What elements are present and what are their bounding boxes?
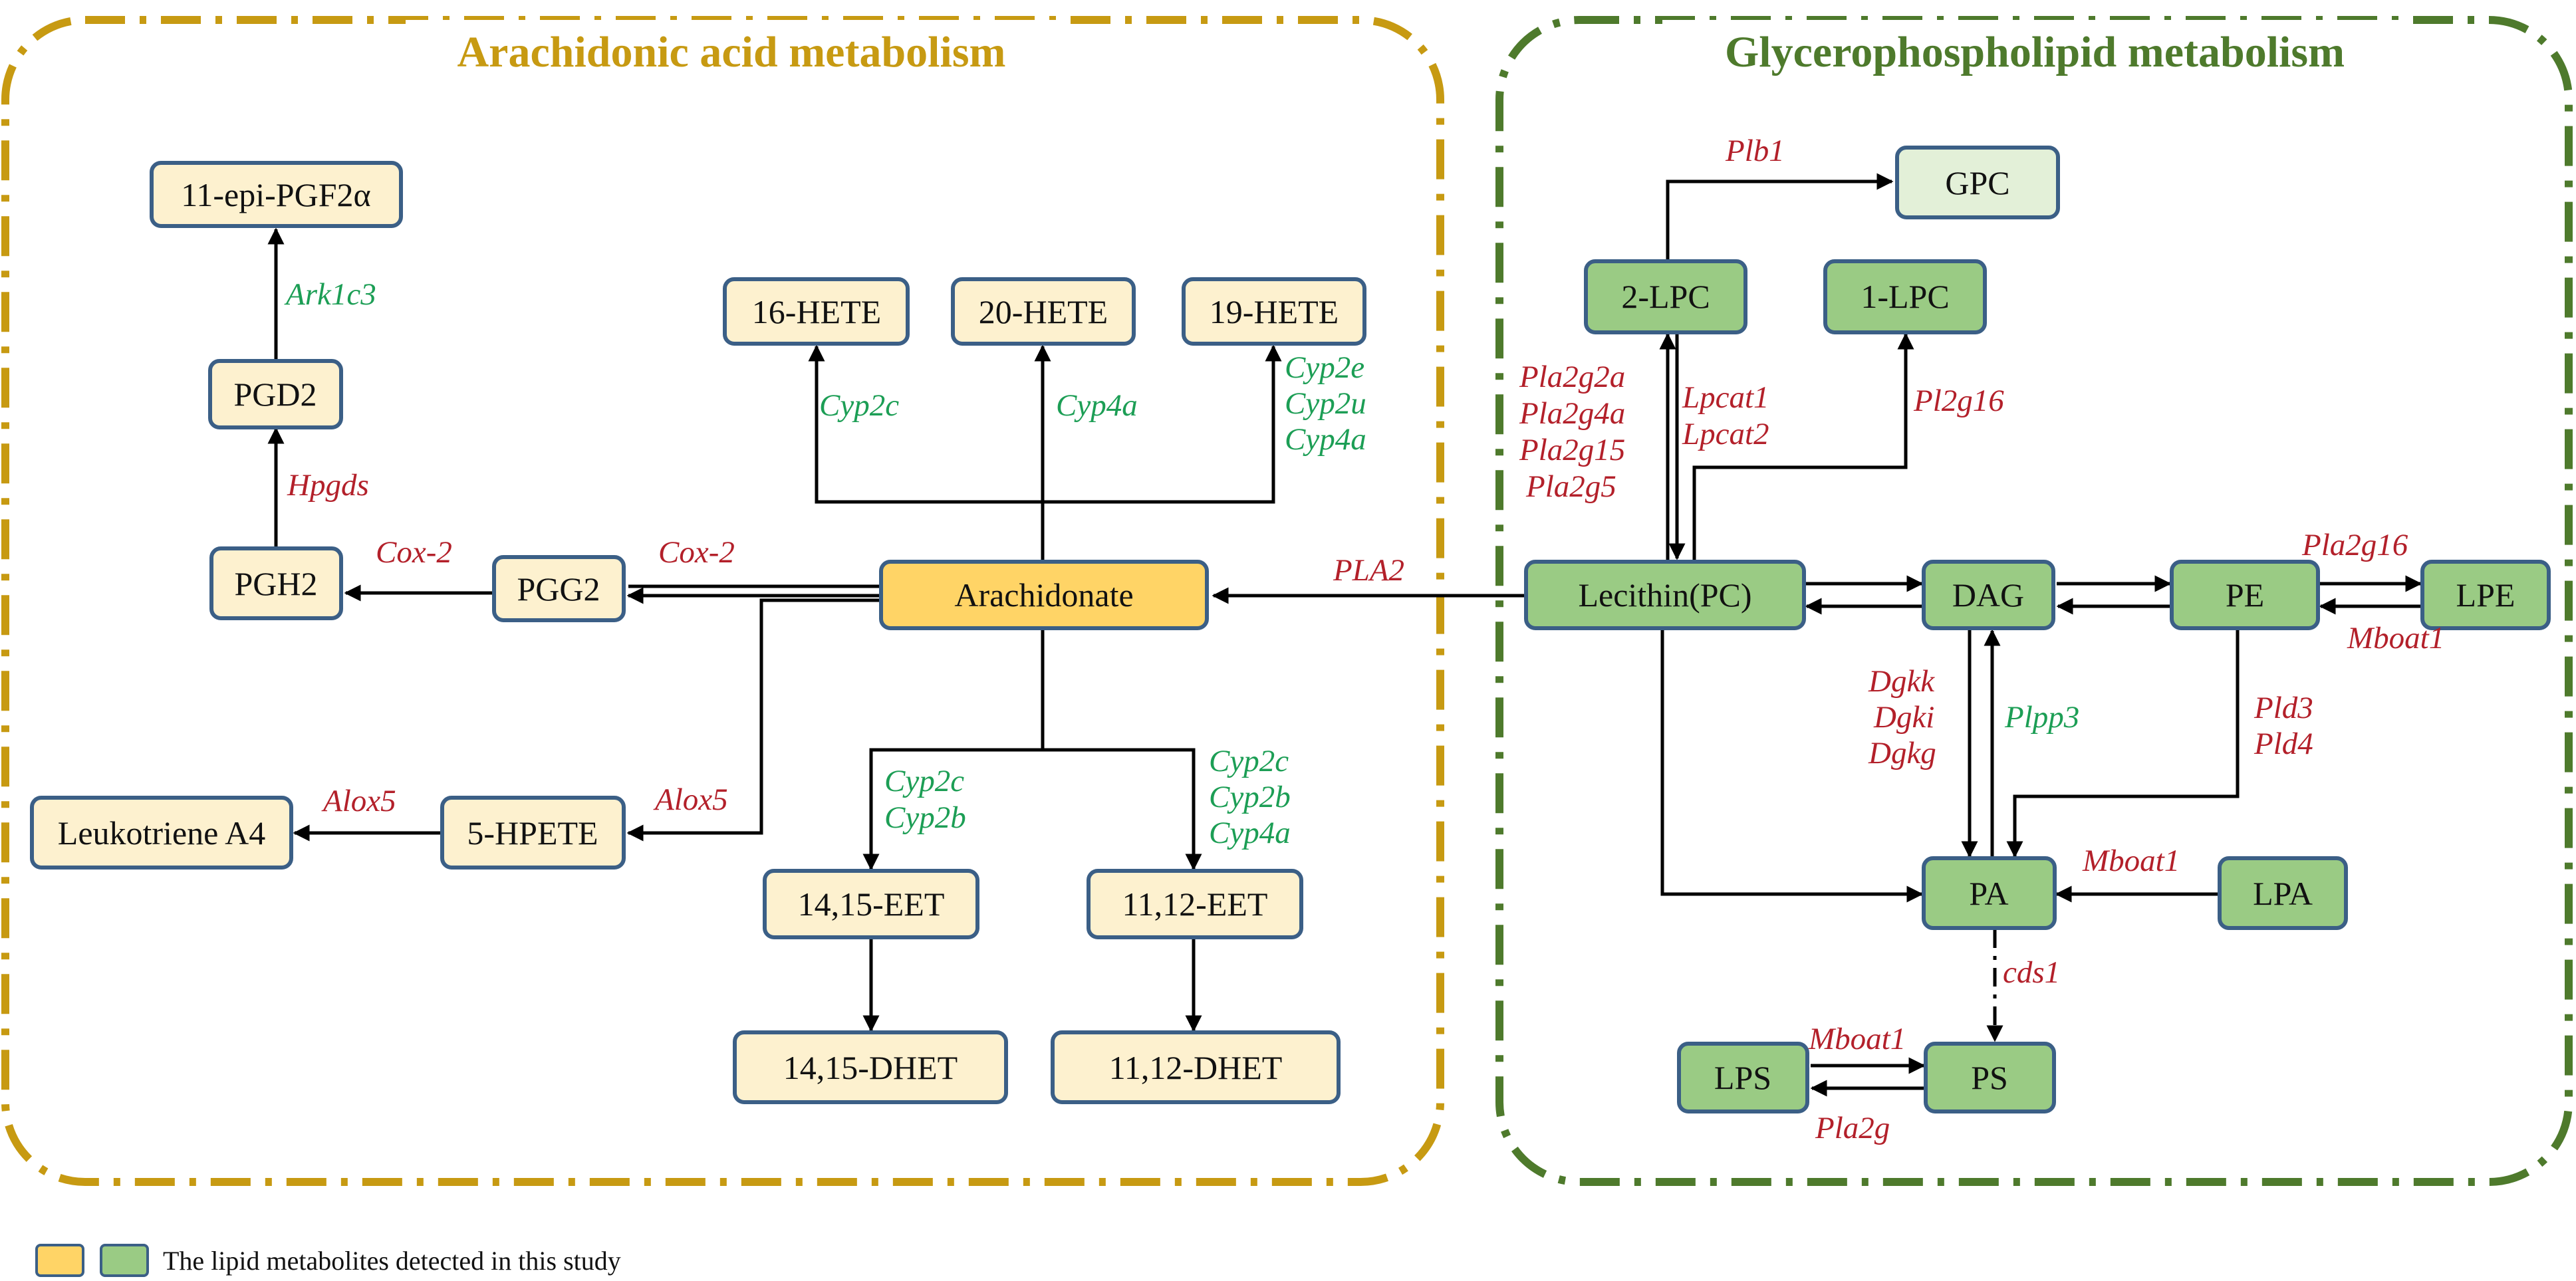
glycerophospholipid-region-title: Glycerophospholipid metabolism — [1725, 28, 2345, 76]
node-pgd2: PGD2 — [208, 359, 343, 429]
svg-text:Arachidonate: Arachidonate — [954, 576, 1133, 614]
gene-pla2g16: Pla2g16 — [2301, 528, 2408, 562]
svg-text:PE: PE — [2226, 576, 2264, 614]
node-1-lpc: 1-LPC — [1823, 259, 1987, 334]
svg-text:Lecithin(PC): Lecithin(PC) — [1578, 576, 1751, 614]
gene-lpcat2: Lpcat2 — [1682, 417, 1769, 451]
node-leukotriene-a4: Leukotriene A4 — [30, 796, 293, 870]
gene-dgkg: Dgkg — [1868, 736, 1936, 770]
node-14-15-eet: 14,15-EET — [763, 869, 979, 939]
svg-text:20-HETE: 20-HETE — [979, 293, 1108, 330]
gene-plb1: Plb1 — [1725, 134, 1785, 168]
gene-hpgds: Hpgds — [287, 468, 369, 503]
gene-cyp2c-1415eet: Cyp2c — [884, 764, 964, 798]
node-2-lpc: 2-LPC — [1584, 259, 1747, 334]
node-lpa: LPA — [2218, 856, 2348, 930]
svg-text:LPE: LPE — [2456, 576, 2515, 614]
gene-dgkk: Dgkk — [1868, 664, 1935, 699]
svg-text:LPS: LPS — [1714, 1059, 1771, 1096]
svg-text:5-HPETE: 5-HPETE — [467, 814, 598, 852]
arachidonic-region-title: Arachidonic acid metabolism — [457, 28, 1006, 76]
svg-text:DAG: DAG — [1952, 576, 2024, 614]
gene-alox5-hpete: Alox5 — [653, 782, 728, 817]
gene-cyp2b-1112eet: Cyp2b — [1209, 780, 1291, 814]
gene-cyp2c-1112eet: Cyp2c — [1209, 744, 1289, 778]
svg-text:14,15-EET: 14,15-EET — [798, 885, 945, 923]
node-ps: PS — [1924, 1042, 2056, 1113]
gene-cyp4a-1112eet: Cyp4a — [1209, 816, 1291, 850]
glycerophospholipid-edges — [1212, 173, 2422, 1097]
gene-plpp3: Plpp3 — [2004, 700, 2079, 735]
svg-text:Leukotriene A4: Leukotriene A4 — [58, 814, 265, 852]
node-14-15-dhet: 14,15-DHET — [733, 1030, 1008, 1104]
svg-text:PGD2: PGD2 — [233, 376, 317, 413]
gene-pla2g15: Pla2g15 — [1519, 433, 1625, 467]
gene-mboat1-lps: Mboat1 — [1808, 1022, 1906, 1056]
gene-cox2-pgh2: Cox-2 — [376, 535, 452, 570]
svg-text:11,12-DHET: 11,12-DHET — [1109, 1049, 1283, 1086]
node-lpe: LPE — [2420, 560, 2551, 630]
node-20-hete: 20-HETE — [951, 277, 1136, 346]
node-5-hpete: 5-HPETE — [440, 796, 626, 870]
arachidonic-edges — [267, 227, 1282, 1032]
node-11-12-eet: 11,12-EET — [1087, 869, 1303, 939]
svg-text:PGG2: PGG2 — [517, 570, 600, 608]
gene-alox5-leukotriene: Alox5 — [321, 784, 396, 818]
svg-text:PGH2: PGH2 — [234, 565, 317, 602]
node-gpc: GPC — [1895, 146, 2060, 219]
svg-text:11-epi-PGF2α: 11-epi-PGF2α — [181, 176, 370, 213]
node-pgg2: PGG2 — [492, 555, 626, 622]
gene-cyp2b-1415eet: Cyp2b — [884, 800, 966, 835]
svg-text:PA: PA — [1969, 875, 2008, 912]
node-pe: PE — [2170, 560, 2320, 630]
gene-pld3: Pld3 — [2254, 691, 2313, 725]
gene-lpcat1: Lpcat1 — [1682, 380, 1769, 415]
gene-pl2g16: Pl2g16 — [1913, 384, 2004, 418]
gene-pla2g5: Pla2g5 — [1525, 469, 1616, 504]
gene-cyp2c-16hete: Cyp2c — [819, 388, 899, 423]
gene-pla2g2a: Pla2g2a — [1519, 360, 1625, 394]
svg-text:1-LPC: 1-LPC — [1861, 278, 1949, 315]
node-16-hete: 16-HETE — [723, 277, 910, 346]
gene-cyp2u: Cyp2u — [1285, 386, 1366, 421]
node-pgh2: PGH2 — [209, 546, 343, 620]
node-11-12-dhet: 11,12-DHET — [1051, 1030, 1341, 1104]
gene-cyp4a-19hete: Cyp4a — [1285, 422, 1366, 457]
gene-ark1c3: Ark1c3 — [284, 277, 376, 312]
gene-mboat1-lpe: Mboat1 — [2347, 621, 2444, 655]
svg-text:2-LPC: 2-LPC — [1621, 278, 1710, 315]
node-dag: DAG — [1922, 560, 2055, 630]
gene-pla2: PLA2 — [1333, 553, 1404, 588]
legend: The lipid metabolites detected in this s… — [35, 1244, 621, 1277]
node-19-hete: 19-HETE — [1182, 277, 1366, 346]
node-pa: PA — [1922, 856, 2057, 930]
gene-cds1: cds1 — [2003, 955, 2060, 990]
legend-swatch-arachidonic — [35, 1244, 84, 1277]
gene-cyp2e: Cyp2e — [1285, 350, 1364, 385]
node-lps: LPS — [1677, 1042, 1809, 1113]
node-11-epi-pgf2a: 11-epi-PGF2α — [150, 161, 403, 228]
svg-text:19-HETE: 19-HETE — [1210, 293, 1339, 330]
svg-text:GPC: GPC — [1945, 164, 2009, 201]
svg-text:11,12-EET: 11,12-EET — [1122, 885, 1268, 923]
gene-cox2-pgg2: Cox-2 — [658, 535, 735, 570]
gene-pla2g: Pla2g — [1815, 1111, 1890, 1145]
gene-mboat1-lpa: Mboat1 — [2082, 844, 2180, 878]
legend-swatch-glycero — [100, 1244, 149, 1277]
gene-pla2g4a: Pla2g4a — [1519, 396, 1625, 431]
gene-dgki: Dgki — [1873, 700, 1934, 735]
node-arachidonate: Arachidonate — [879, 560, 1209, 630]
legend-label: The lipid metabolites detected in this s… — [163, 1246, 621, 1276]
svg-text:PS: PS — [1971, 1059, 2008, 1096]
svg-text:16-HETE: 16-HETE — [752, 293, 881, 330]
svg-text:14,15-DHET: 14,15-DHET — [783, 1049, 958, 1086]
gene-cyp4a-20hete: Cyp4a — [1056, 388, 1138, 423]
gene-pld4: Pld4 — [2254, 727, 2313, 761]
node-lecithin-pc: Lecithin(PC) — [1524, 560, 1806, 630]
svg-text:LPA: LPA — [2253, 875, 2313, 912]
gene-labels: Ark1c3 Hpgds Cox-2 Cox-2 Cyp2c Cyp4a Cyp… — [284, 134, 2444, 1145]
